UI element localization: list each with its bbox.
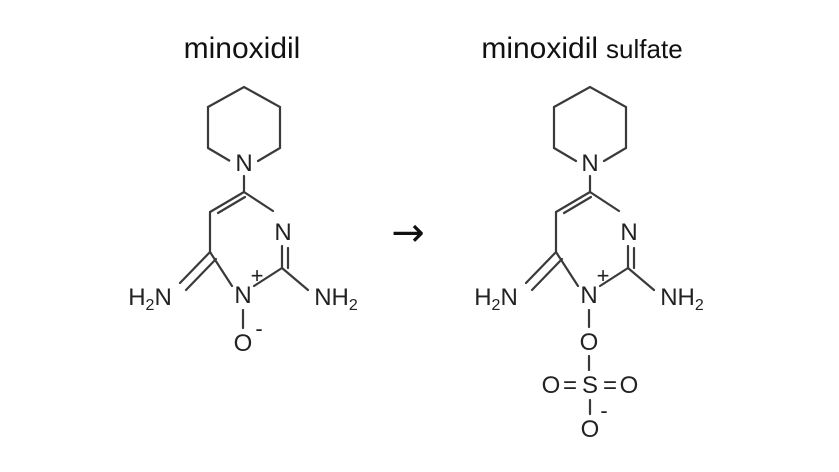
amine-nh: NH	[314, 284, 349, 311]
minoxidil-title: minoxidil	[184, 32, 301, 65]
minoxidil-structure: N N N + H2N NH2 O -	[128, 85, 358, 357]
pyrimidine-n-bottom: N	[580, 282, 597, 309]
c2-n3-bond	[598, 266, 630, 288]
amine-h: H	[474, 284, 491, 311]
c4-n-double	[184, 257, 218, 292]
sulfate-oxygen-right: O	[620, 372, 639, 399]
c2-nh2-bond	[280, 266, 310, 292]
right-amine: NH2	[314, 284, 358, 314]
amine-n: N	[500, 284, 517, 311]
c6-n1-bond	[588, 190, 621, 213]
bridge-oxygen: O	[580, 329, 599, 356]
amine-n: N	[154, 284, 171, 311]
c4-n-double	[530, 257, 564, 292]
c6-c5-bond	[208, 190, 246, 214]
amine-sub: 2	[695, 297, 704, 314]
negative-charge: -	[255, 316, 262, 341]
left-amine: H2N	[128, 284, 172, 314]
title-main: minoxidil	[481, 32, 598, 65]
piperidine-ring	[552, 85, 628, 163]
piperidine-nitrogen: N	[235, 150, 252, 177]
amine-h: H	[128, 284, 145, 311]
left-amine: H2N	[474, 284, 518, 314]
minoxidil-sulfate-title: minoxidil sulfate	[481, 32, 682, 65]
right-amine: NH2	[660, 284, 704, 314]
pyrimidine-n-top: N	[620, 219, 637, 246]
c2-n3-bond	[252, 266, 284, 288]
amine-sub: 2	[146, 297, 155, 314]
amine-sub: 2	[349, 297, 358, 314]
piperidine-nitrogen: N	[581, 150, 598, 177]
positive-charge: +	[251, 263, 264, 288]
c4-n3-bond	[208, 250, 234, 288]
reaction-arrow: →	[391, 210, 425, 256]
positive-charge: +	[597, 263, 610, 288]
pyrimidine-n-top: N	[274, 219, 291, 246]
c6-c5-double	[216, 195, 247, 215]
sulfate-oxygen-left: O	[542, 372, 561, 399]
c6-n1-bond	[242, 190, 275, 213]
c4-n3-bond	[554, 250, 580, 288]
c4-n-bond	[524, 250, 558, 285]
title-suffix: sulfate	[606, 34, 683, 64]
c4-n-bond	[178, 250, 212, 285]
minoxidil-sulfate-structure: N N N + H2N NH2 O O = S = O	[474, 85, 704, 443]
sulfur-atom: S	[582, 372, 598, 399]
sulfate-oxygen-bottom: O	[581, 416, 600, 443]
double-bond-right: =	[603, 372, 617, 399]
c6-c5-double	[562, 195, 593, 215]
double-bond-left: =	[563, 372, 577, 399]
c6-c5-bond	[554, 190, 592, 214]
amine-sub: 2	[492, 297, 501, 314]
pyrimidine-n-bottom: N	[234, 282, 251, 309]
negative-charge: -	[600, 398, 607, 423]
oxide-oxygen: O	[234, 330, 253, 357]
c2-nh2-bond	[626, 266, 656, 292]
amine-nh: NH	[660, 284, 695, 311]
